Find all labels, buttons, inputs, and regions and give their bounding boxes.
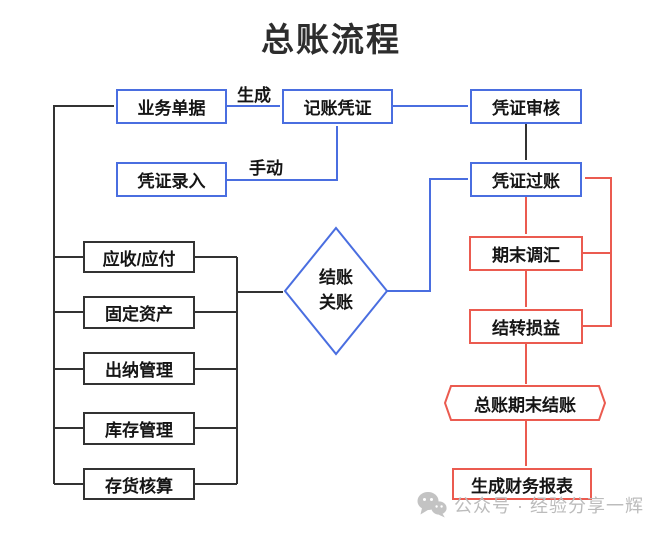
node-fixed-assets: 固定资产 — [83, 296, 195, 329]
node-ar-ap: 应收/应付 — [83, 241, 195, 273]
node-generate-financial-reports: 生成财务报表 — [452, 468, 592, 500]
blue-connectors — [227, 105, 468, 292]
node-closing-decision: 结账 关账 — [319, 268, 353, 312]
node-cashier-management: 出纳管理 — [83, 352, 195, 385]
gl-closing-hexagon-shape — [443, 385, 607, 421]
node-journal-voucher: 记账凭证 — [282, 89, 393, 124]
watermark-text: 公众号 · 经验分享一辉 — [454, 495, 644, 516]
edge-label-manual: 手动 — [249, 159, 283, 178]
node-fx-revaluation: 期末调汇 — [469, 236, 583, 271]
edge-label-generate: 生成 — [237, 86, 271, 105]
node-inventory-management: 库存管理 — [83, 412, 195, 445]
watermark: 公众号 · 经验分享一辉 — [417, 491, 644, 518]
node-business-documents: 业务单据 — [116, 89, 227, 124]
node-gl-period-end-closing: 总账期末结账 — [474, 395, 576, 415]
closing-diamond-shape — [283, 226, 389, 356]
wechat-icon — [417, 491, 447, 518]
node-voucher-review: 凭证审核 — [470, 89, 582, 124]
node-stock-accounting: 存货核算 — [83, 468, 195, 500]
node-voucher-entry: 凭证录入 — [116, 162, 227, 197]
red-connectors — [525, 177, 612, 466]
page-title: 总账流程 — [261, 21, 401, 58]
black-connectors — [53, 105, 527, 485]
node-voucher-posting: 凭证过账 — [470, 162, 582, 197]
node-transfer-profit-loss: 结转损益 — [469, 309, 583, 344]
